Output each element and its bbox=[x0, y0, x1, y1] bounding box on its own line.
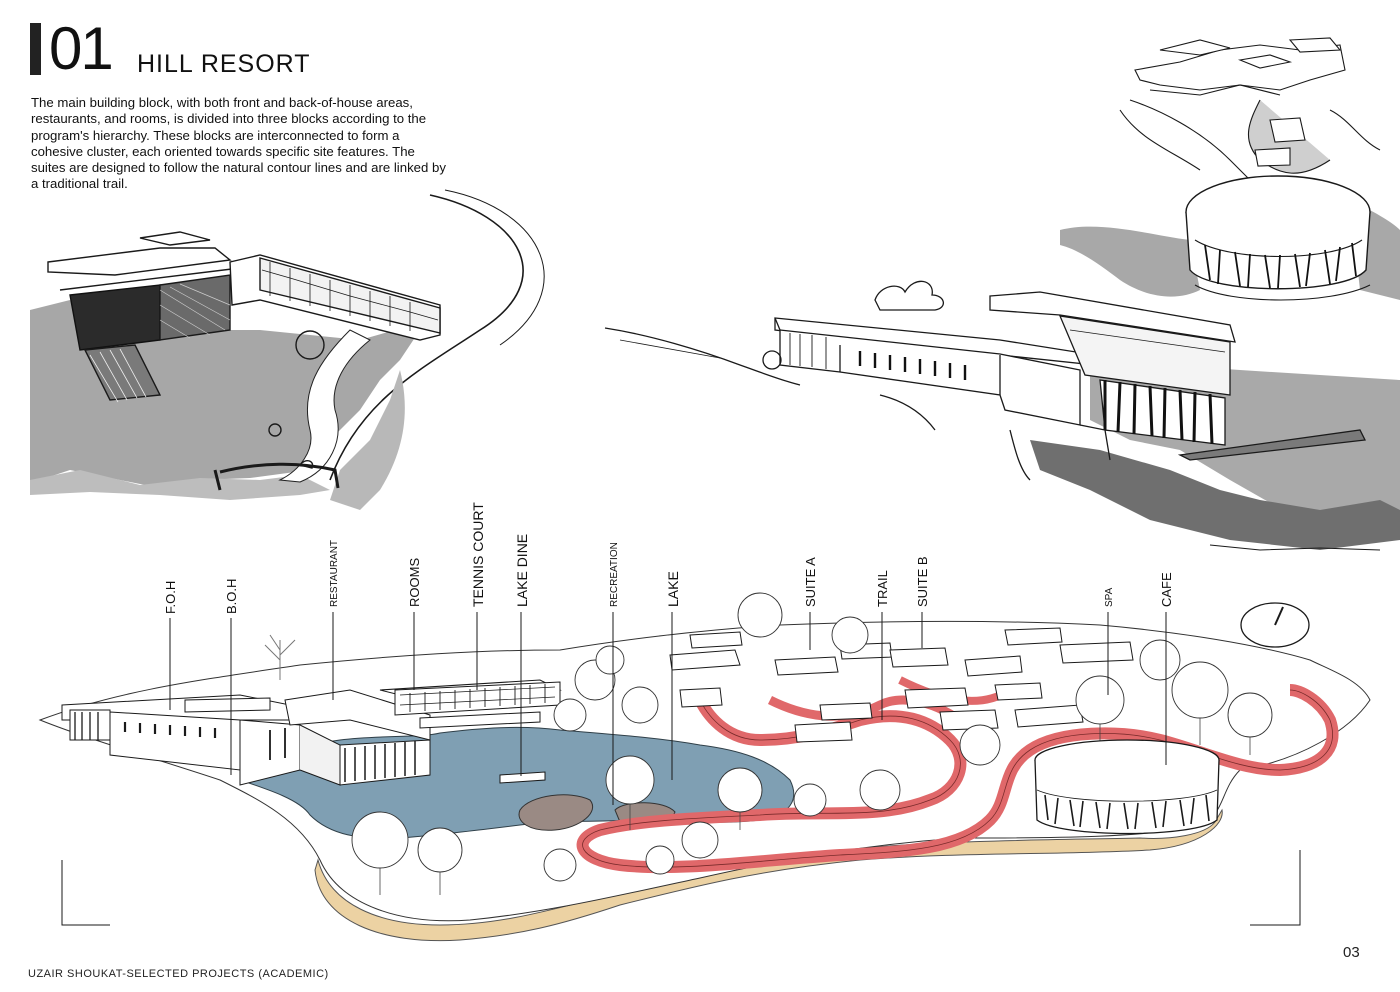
project-number: 01 bbox=[30, 15, 114, 82]
label-suite-b: SUITE B bbox=[915, 556, 930, 607]
label-tennis-court: TENNIS COURT bbox=[470, 502, 486, 607]
project-title: HILL RESORT bbox=[137, 50, 311, 78]
label-lake: LAKE bbox=[665, 571, 681, 607]
project-description: The main building block, with both front… bbox=[31, 95, 446, 192]
label-restaurant: RESTAURANT bbox=[329, 540, 340, 607]
label-spa: SPA bbox=[1104, 587, 1115, 607]
label-foh: F.O.H bbox=[163, 581, 178, 614]
label-lake-dine: LAKE DINE bbox=[514, 534, 530, 607]
number-bar bbox=[30, 23, 41, 75]
project-number-text: 01 bbox=[49, 15, 114, 82]
sketch-main-building bbox=[30, 189, 545, 510]
label-recreation: RECREATION bbox=[609, 542, 620, 607]
label-rooms: ROOMS bbox=[407, 558, 422, 607]
sketch-main-building-perspective bbox=[604, 280, 1400, 551]
label-cafe: CAFE bbox=[1159, 572, 1174, 607]
sketch-aerial-cluster bbox=[1060, 37, 1400, 301]
footer-credit: UZAIR SHOUKAT-SELECTED PROJECTS (ACADEMI… bbox=[28, 968, 329, 980]
label-suite-a: SUITE A bbox=[803, 557, 818, 607]
label-trail: TRAIL bbox=[875, 570, 890, 607]
page-number: 03 bbox=[1343, 944, 1360, 961]
site-axonometric bbox=[38, 592, 1371, 942]
diagram-labels bbox=[169, 612, 1167, 805]
label-boh: B.O.H bbox=[224, 579, 239, 614]
